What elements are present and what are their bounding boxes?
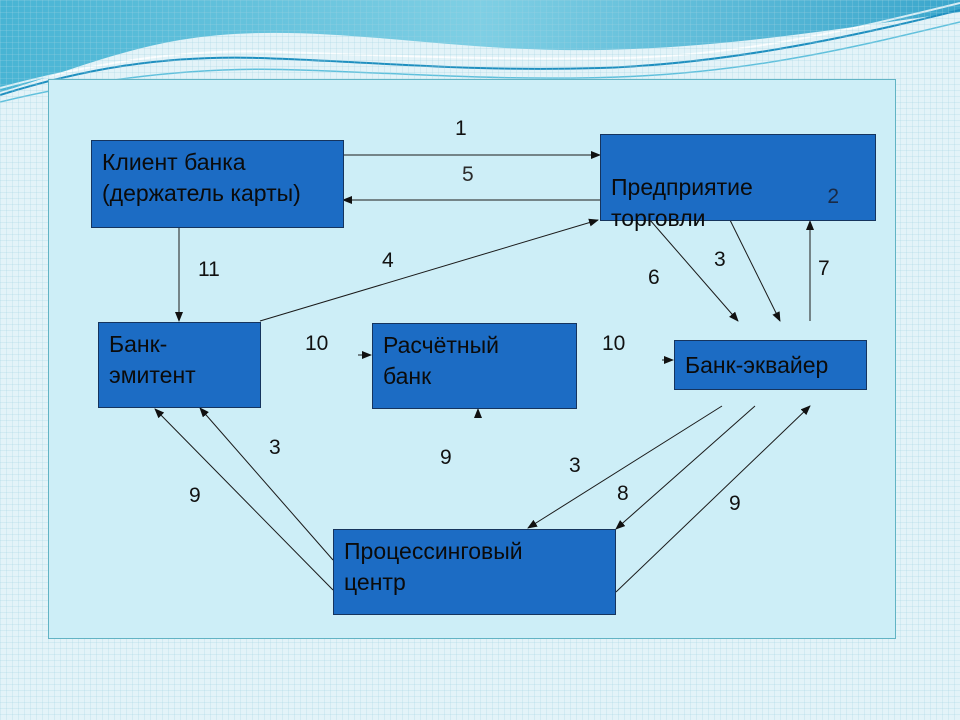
edge-6-merchant-to-acquirer bbox=[649, 219, 739, 322]
header-wave-decoration bbox=[0, 0, 960, 103]
edge-label-10-left: 10 bbox=[305, 332, 329, 355]
node-settlement: Расчётный банк bbox=[372, 323, 577, 409]
edge-3-acquirer-to-processing bbox=[527, 405, 723, 529]
node-client: Клиент банка (держатель карты) bbox=[91, 140, 344, 228]
node-acquirer: Банк-эквайер bbox=[674, 340, 867, 390]
edge-label-10-right: 10 bbox=[602, 332, 626, 355]
edge-label-3-left: 3 bbox=[269, 436, 281, 459]
node-merchant-tag: 2 bbox=[827, 185, 839, 208]
edge-label-3-bottom: 3 bbox=[569, 454, 581, 477]
edge-9-processing-to-issuer bbox=[154, 408, 334, 591]
edge-label-1: 1 bbox=[455, 117, 467, 140]
edge-label-5: 5 bbox=[462, 163, 474, 186]
edge-9-processing-to-acquirer bbox=[615, 405, 811, 593]
edge-label-3-top: 3 bbox=[714, 248, 726, 271]
node-merchant-label: Предприятие торговли bbox=[611, 174, 753, 231]
edge-4-issuer-to-merchant bbox=[259, 218, 599, 322]
edge-label-6: 6 bbox=[648, 266, 660, 289]
edge-label-11: 11 bbox=[198, 258, 220, 281]
edge-label-9-left: 9 bbox=[189, 484, 201, 507]
node-processing: Процессинговый центр bbox=[333, 529, 616, 615]
edge-3-processing-to-issuer bbox=[199, 407, 334, 561]
edge-8-acquirer-to-processing bbox=[615, 405, 756, 530]
node-merchant: Предприятие торговли 2 bbox=[600, 134, 876, 231]
node-issuer: Банк- эмитент bbox=[98, 322, 261, 408]
edge-label-7: 7 bbox=[818, 257, 830, 280]
edge-label-8: 8 bbox=[617, 482, 629, 505]
edge-label-4: 4 bbox=[382, 249, 394, 272]
edge-3-merchant-to-acquirer bbox=[729, 219, 781, 322]
edge-label-9-right: 9 bbox=[729, 492, 741, 515]
edge-label-9-center: 9 bbox=[440, 446, 452, 469]
